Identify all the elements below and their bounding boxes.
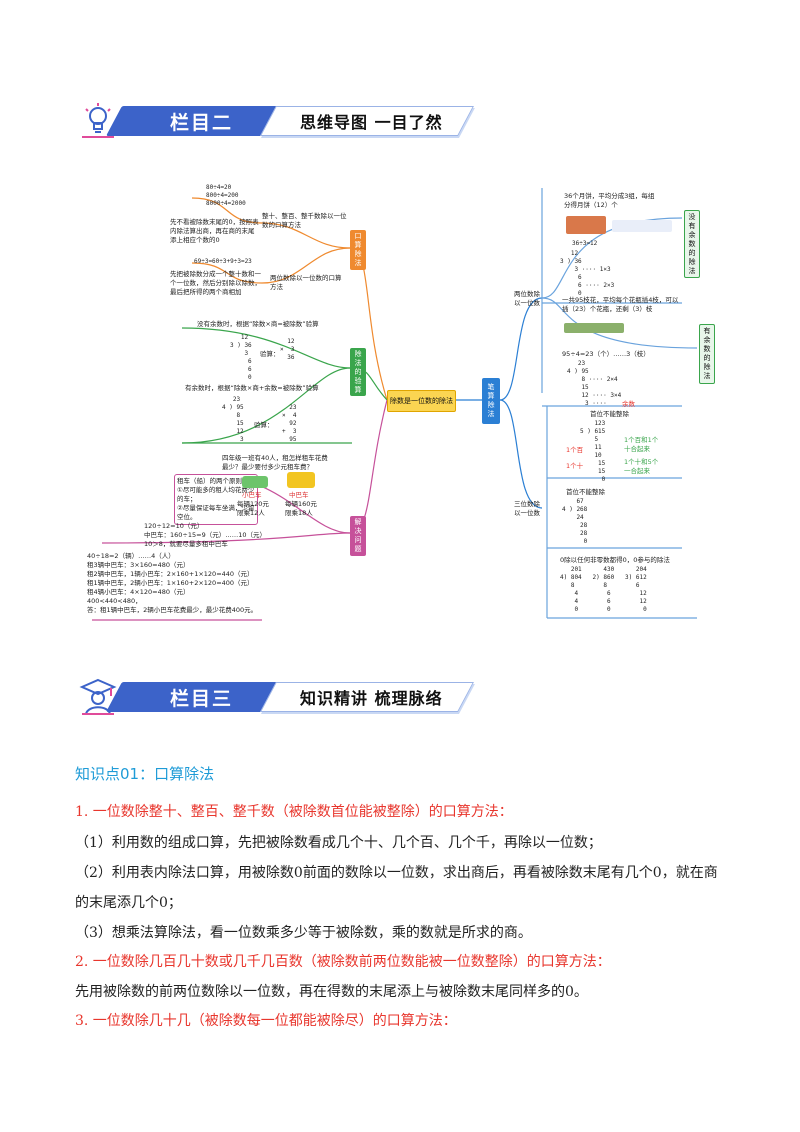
- solve-list-3: 租2辆中巴车，1辆小巴车：2×160+1×120=440（元）: [87, 570, 277, 579]
- written-calc-268: 67 4 ) 268 24 28 28 0: [562, 498, 587, 546]
- oral-note-2: 先把被除数分成一个整十数和一个一位数，然后分别除以除数，最后把所得的两个商相加: [170, 270, 265, 297]
- kp-line-2: （1）利用数的组成口算，先把被除数看成几个十、几个百、几个千，再除以一位数；: [75, 832, 602, 852]
- section-banner-3: 栏目三 知识精讲 梳理脉络: [78, 676, 468, 718]
- solve-list-6: 400<440<480，: [87, 597, 277, 606]
- first-digit-not-divisible-2: 首位不能整除: [566, 488, 626, 497]
- kp-line-1: 1. 一位数除整十、整百、整千数（被除数首位能被整除）的口算方法：: [75, 801, 513, 821]
- knowledge-point-title: 知识点01：口算除法: [75, 763, 214, 784]
- remainder-label: 余数: [622, 400, 635, 409]
- oral-note-1: 先不看被除数末尾的0，按照表内除法算出商，再在商的末尾添上相应个数的0: [170, 218, 260, 245]
- node-written: 笔算除法: [482, 378, 500, 424]
- oral-rule-1: 整十、整百、整千数除以一位数的口算方法: [262, 212, 348, 230]
- check-calc-2: 23 4 ) 95 8 15 12 3: [222, 396, 244, 444]
- check-verify-1: 12 × 3 36: [280, 338, 294, 362]
- three-digit-label: 三位数除以一位数: [514, 500, 544, 518]
- bricks-icon: [566, 216, 606, 234]
- small-bus-icon: [242, 476, 268, 488]
- banner-tag-label: 栏目三: [170, 684, 233, 711]
- flowers-icon: [564, 323, 624, 333]
- solve-calc-2: 中巴车：160÷15=9（元）……10（元）: [144, 531, 324, 540]
- node-solve: 解决问题: [350, 516, 366, 556]
- banner-subtitle: 思维导图 一目了然: [300, 109, 443, 133]
- oral-example-1-b: 800÷4=200: [206, 192, 239, 200]
- solve-calc-1: 120÷12=10（元）: [144, 522, 304, 531]
- small-bus-info: 每辆120元 限乘12人: [237, 500, 277, 518]
- check-label-1: 验算：: [260, 350, 280, 359]
- oral-rule-2: 两位数除以一位数的口算方法: [270, 274, 346, 292]
- hundred-note: 1个百和1个十合起来: [624, 436, 664, 454]
- solve-list-2: 租3辆中巴车：3×160=480（元）: [87, 561, 277, 570]
- center-node: 除数是一位数的除法: [387, 390, 456, 412]
- check-verify-2: 23 × 4 92 + 3 95: [282, 404, 296, 444]
- eq-36: 36÷3=12: [572, 240, 597, 248]
- ten-note: 1个十和5个一合起来: [624, 458, 664, 476]
- solve-list-7: 答：租1辆中巴车，2辆小巴车花费最少，最少花费400元。: [87, 606, 287, 615]
- mind-map: 除数是一位数的除法 口算除法 除法的验算 解决问题 笔算除法 整十、整百、整千数…: [82, 178, 722, 628]
- check-rule-1: 没有余数时，根据“除数×商=被除数”验算: [197, 320, 367, 329]
- solve-list-5: 租4辆小巴车：4×120=480（元）: [87, 588, 277, 597]
- bricks-question: 36个月饼，平均分成3组，每组分得月饼（12）个: [564, 192, 659, 210]
- with-remainder-node: 有余数的除法: [699, 324, 715, 384]
- hundred-label: 1个百: [566, 446, 583, 455]
- written-calc-95: 23 4 ) 95 8 ···· 2×4 15 12 ···· 3×4 3 ··…: [567, 360, 621, 408]
- small-bus-label: 小巴车: [242, 491, 262, 500]
- flowers-equation: 95÷4=23（个）……3（枝）: [562, 350, 682, 359]
- mid-bus-info: 每辆160元 限乘18人: [285, 500, 325, 518]
- section-banner-2: 栏目二 思维导图 一目了然: [78, 100, 468, 142]
- solve-list-4: 租1辆中巴车，2辆小巴车：1×160+2×120=400（元）: [87, 579, 277, 588]
- kp-line-8: 3. 一位数除几十几（被除数每一位都能被除尽）的口算方法：: [75, 1010, 457, 1030]
- kp-line-3: （2）利用表内除法口算，用被除数0前面的数除以一位数，求出商后，再看被除数末尾有…: [75, 862, 718, 882]
- oral-example-2: 69÷3=60÷3+9÷3=23: [194, 258, 252, 266]
- kp-line-6: 2. 一位数除几百几十数或几千几百数（被除数前两位数能被一位数整除）的口算方法：: [75, 951, 611, 971]
- banner-subtitle: 知识精讲 梳理脉络: [300, 685, 443, 709]
- check-calc-1: 12 3 ) 36 3 6 6 0: [230, 334, 252, 382]
- mid-bus-label: 中巴车: [289, 491, 309, 500]
- kp-line-7: 先用被除数的前两位数除以一位数，再在得数的末尾添上与被除数末尾同样多的0。: [75, 981, 588, 1001]
- oral-example-1-a: 80÷4=20: [206, 184, 231, 192]
- solve-calc-3: 10＞8，就要尽量多租中巴车: [144, 540, 324, 549]
- written-calc-615: 123 5 ) 615 5 11 10 15 15 0: [580, 420, 605, 484]
- check-label-2: 验算：: [254, 421, 274, 430]
- ten-label: 1个十: [566, 462, 583, 471]
- no-remainder-node: 没有余数的除法: [684, 210, 700, 278]
- mid-bus-icon: [287, 472, 315, 488]
- zero-rule: 0除以任何非零数都得0，0参与的除法: [560, 556, 690, 565]
- kp-line-4: 的末尾添几个0；: [75, 892, 182, 912]
- solve-list-1: 40÷18=2（辆）……4（人）: [87, 552, 277, 561]
- solve-question: 四年级一班有40人，租怎样租车花费最少？最少要付多少元租车费？: [222, 454, 332, 472]
- first-digit-not-divisible: 首位不能整除: [590, 410, 650, 419]
- written-calc-36: 12 3 ) 36 3 ···· 1×3 6 6 ···· 2×3 0: [560, 250, 614, 298]
- banner-tag-label: 栏目二: [170, 108, 233, 135]
- flowers-question: 一共95枝花，平均每个花瓶插4枝，可以插（23）个花瓶，还剩（3）枝: [562, 296, 682, 314]
- groups-icon: [612, 220, 672, 232]
- check-rule-2: 有余数时，根据“除数×商+余数=被除数”验算: [185, 384, 365, 393]
- written-calc-zero: 201 430 204 4) 804 2) 860 3) 612 8 8 6 4…: [560, 566, 647, 614]
- node-oral: 口算除法: [350, 230, 366, 270]
- kp-line-5: （3）想乘法算除法，看一位数乘多少等于被除数，乘的数就是所求的商。: [75, 922, 532, 942]
- oral-example-1-c: 8000÷4=2000: [206, 200, 246, 208]
- two-digit-label: 两位数除以一位数: [514, 290, 544, 308]
